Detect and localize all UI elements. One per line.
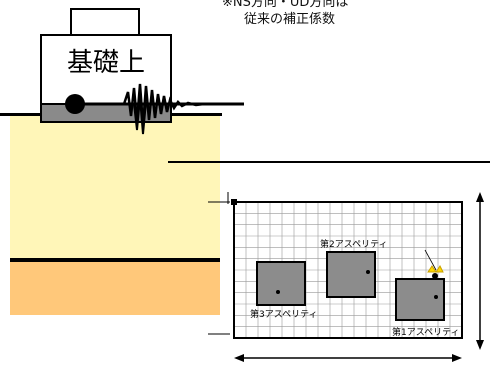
asperity-1-label: 第1アスペリティ (392, 326, 460, 338)
width-arrow-down (476, 340, 484, 350)
caption-line-2: 従来の補正係数 (244, 12, 336, 27)
asperity-2-label: 第2アスペリティ (320, 238, 388, 250)
fault-plane-outline (233, 201, 463, 339)
foundation-label: 基礎上 (66, 48, 145, 78)
layer-boundary-line (10, 258, 220, 262)
length-arrow-left (234, 354, 244, 362)
caption-line-1: ※NS方向・UD方向は (222, 0, 349, 10)
fault-corner-marker (231, 199, 237, 205)
figure-caption: ※NS方向・UD方向は 従来の補正係数 (222, 0, 422, 28)
ground-layer-lower (10, 262, 220, 315)
hypocenter-icon (427, 265, 444, 279)
ground-layer-upper (10, 116, 220, 258)
asperity-1: 第1アスペリティ (392, 278, 460, 338)
building-cap (70, 8, 140, 36)
asperity-2: 第2アスペリティ (320, 238, 388, 298)
hypocenter-leader (424, 249, 437, 271)
asperity-3: 第3アスペリティ (250, 261, 318, 320)
sensor-dot (65, 94, 85, 114)
waveform-icon (84, 83, 244, 135)
fault-model-figure: 第2アスペリティ 第3アスペリティ 第1アスペリティ (168, 161, 490, 362)
building-block (40, 34, 172, 106)
length-arrow-right (452, 354, 462, 362)
width-arrow-up (476, 192, 484, 202)
asperity-3-label: 第3アスペリティ (250, 308, 318, 320)
